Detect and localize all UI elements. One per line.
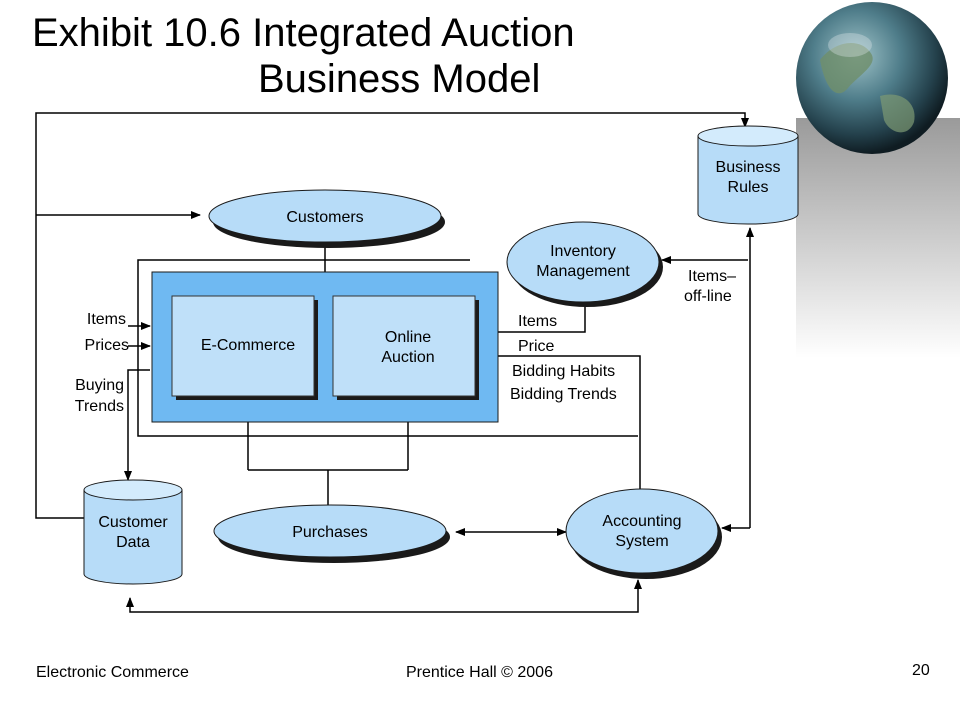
purchases-label: Purchases <box>292 524 368 541</box>
business-rules-label-2: Rules <box>728 179 769 196</box>
business-rules-label-1: Business <box>716 159 781 176</box>
ecommerce-label: E-Commerce <box>201 337 295 354</box>
bidding-trends-label: Bidding Trends <box>510 386 617 403</box>
accounting-node: Accounting System <box>565 488 722 579</box>
title-line-1: Exhibit 10.6 Integrated Auction <box>32 11 575 55</box>
items-offline-label-1: Items– <box>688 268 736 285</box>
footer-course: Electronic Commerce <box>36 664 189 681</box>
prices-left-label: Prices <box>85 337 129 354</box>
bidding-habits-label: Bidding Habits <box>512 363 615 380</box>
decorative-globe <box>796 2 960 358</box>
online-auction-label-1: Online <box>385 329 431 346</box>
customers-label: Customers <box>286 209 363 226</box>
purchases-node: Purchases <box>213 504 450 563</box>
customer-data-label-1: Customer <box>98 514 168 531</box>
customer-data-node: Customer Data <box>83 479 183 585</box>
customer-data-label-2: Data <box>116 534 150 551</box>
flow-labels: Items Prices Buying Trends Items Price B… <box>75 268 736 415</box>
inventory-label-1: Inventory <box>550 243 616 260</box>
customers-node: Customers <box>208 189 445 248</box>
online-auction-box <box>332 295 476 397</box>
items-right-label: Items <box>518 313 557 330</box>
items-left-label: Items <box>87 311 126 328</box>
accounting-label-1: Accounting <box>602 513 681 530</box>
accounting-label-2: System <box>615 533 668 550</box>
systems-panel: E-Commerce Online Auction <box>151 271 499 423</box>
footer-publisher: Prentice Hall © 2006 <box>406 664 553 681</box>
page-number: 20 <box>912 662 930 679</box>
connector-lines <box>35 112 754 613</box>
title-line-2: Business Model <box>258 57 541 101</box>
buying-trends-label-2: Trends <box>75 398 124 415</box>
ecommerce-box <box>171 295 315 397</box>
business-rules-node: Business Rules <box>697 125 799 225</box>
inventory-label-2: Management <box>536 263 630 280</box>
items-offline-label-2: off-line <box>684 288 732 305</box>
buying-trends-label-1: Buying <box>75 377 124 394</box>
slide-title: Exhibit 10.6 Integrated Auction Business… <box>0 10 760 102</box>
price-right-label: Price <box>518 338 555 355</box>
inventory-node: Inventory Management <box>506 221 663 307</box>
online-auction-label-2: Auction <box>381 349 434 366</box>
